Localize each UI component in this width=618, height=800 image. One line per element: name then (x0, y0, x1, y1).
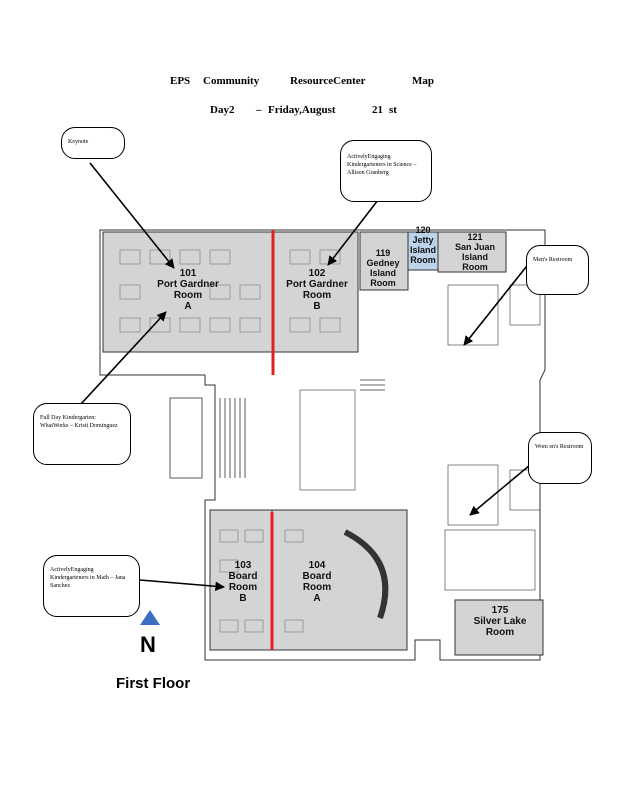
building-outline (99, 229, 546, 661)
header-map: Map (412, 75, 434, 87)
arrow-keynote (89, 162, 175, 269)
floor-label: First Floor (116, 675, 191, 692)
callout-math: ActivelyEngaging Kindergarteners in Math… (43, 555, 140, 617)
arrow-science (327, 199, 379, 266)
callout-fullday: Full Day Kindergarten: WhatWorks – Krist… (33, 403, 131, 465)
arrow-womens (469, 464, 531, 516)
jetty-island (407, 231, 439, 271)
compass-north-label: N (140, 632, 156, 657)
header-resourcecenter: ResourceCenter (290, 75, 366, 87)
header-st: st (389, 104, 397, 116)
header-21: 21 (372, 104, 383, 116)
header-day: Day2 (210, 104, 235, 116)
header-date: Friday,August (268, 104, 336, 116)
arrow-math (139, 579, 225, 592)
gedney-island (359, 231, 409, 291)
compass-triangle (140, 610, 160, 625)
callout-womens: Wom en's Restroom (528, 432, 592, 484)
port-gardner-b (272, 231, 359, 353)
header-eps: EPS (170, 75, 191, 87)
header-community: Community (203, 75, 260, 87)
callout-science: ActivelyEngaging Kindergarteners in Scie… (340, 140, 432, 202)
arrow-mens (463, 261, 531, 346)
header-dash: – (256, 104, 262, 116)
silver-lake (454, 599, 544, 656)
conference-table (343, 529, 389, 619)
board-room-b (209, 509, 273, 651)
callout-mens: Men's Restroom (526, 245, 589, 295)
arrow-fullday (79, 311, 167, 406)
callout-keynote: Keynote (61, 127, 125, 159)
san-juan-island (437, 231, 507, 273)
